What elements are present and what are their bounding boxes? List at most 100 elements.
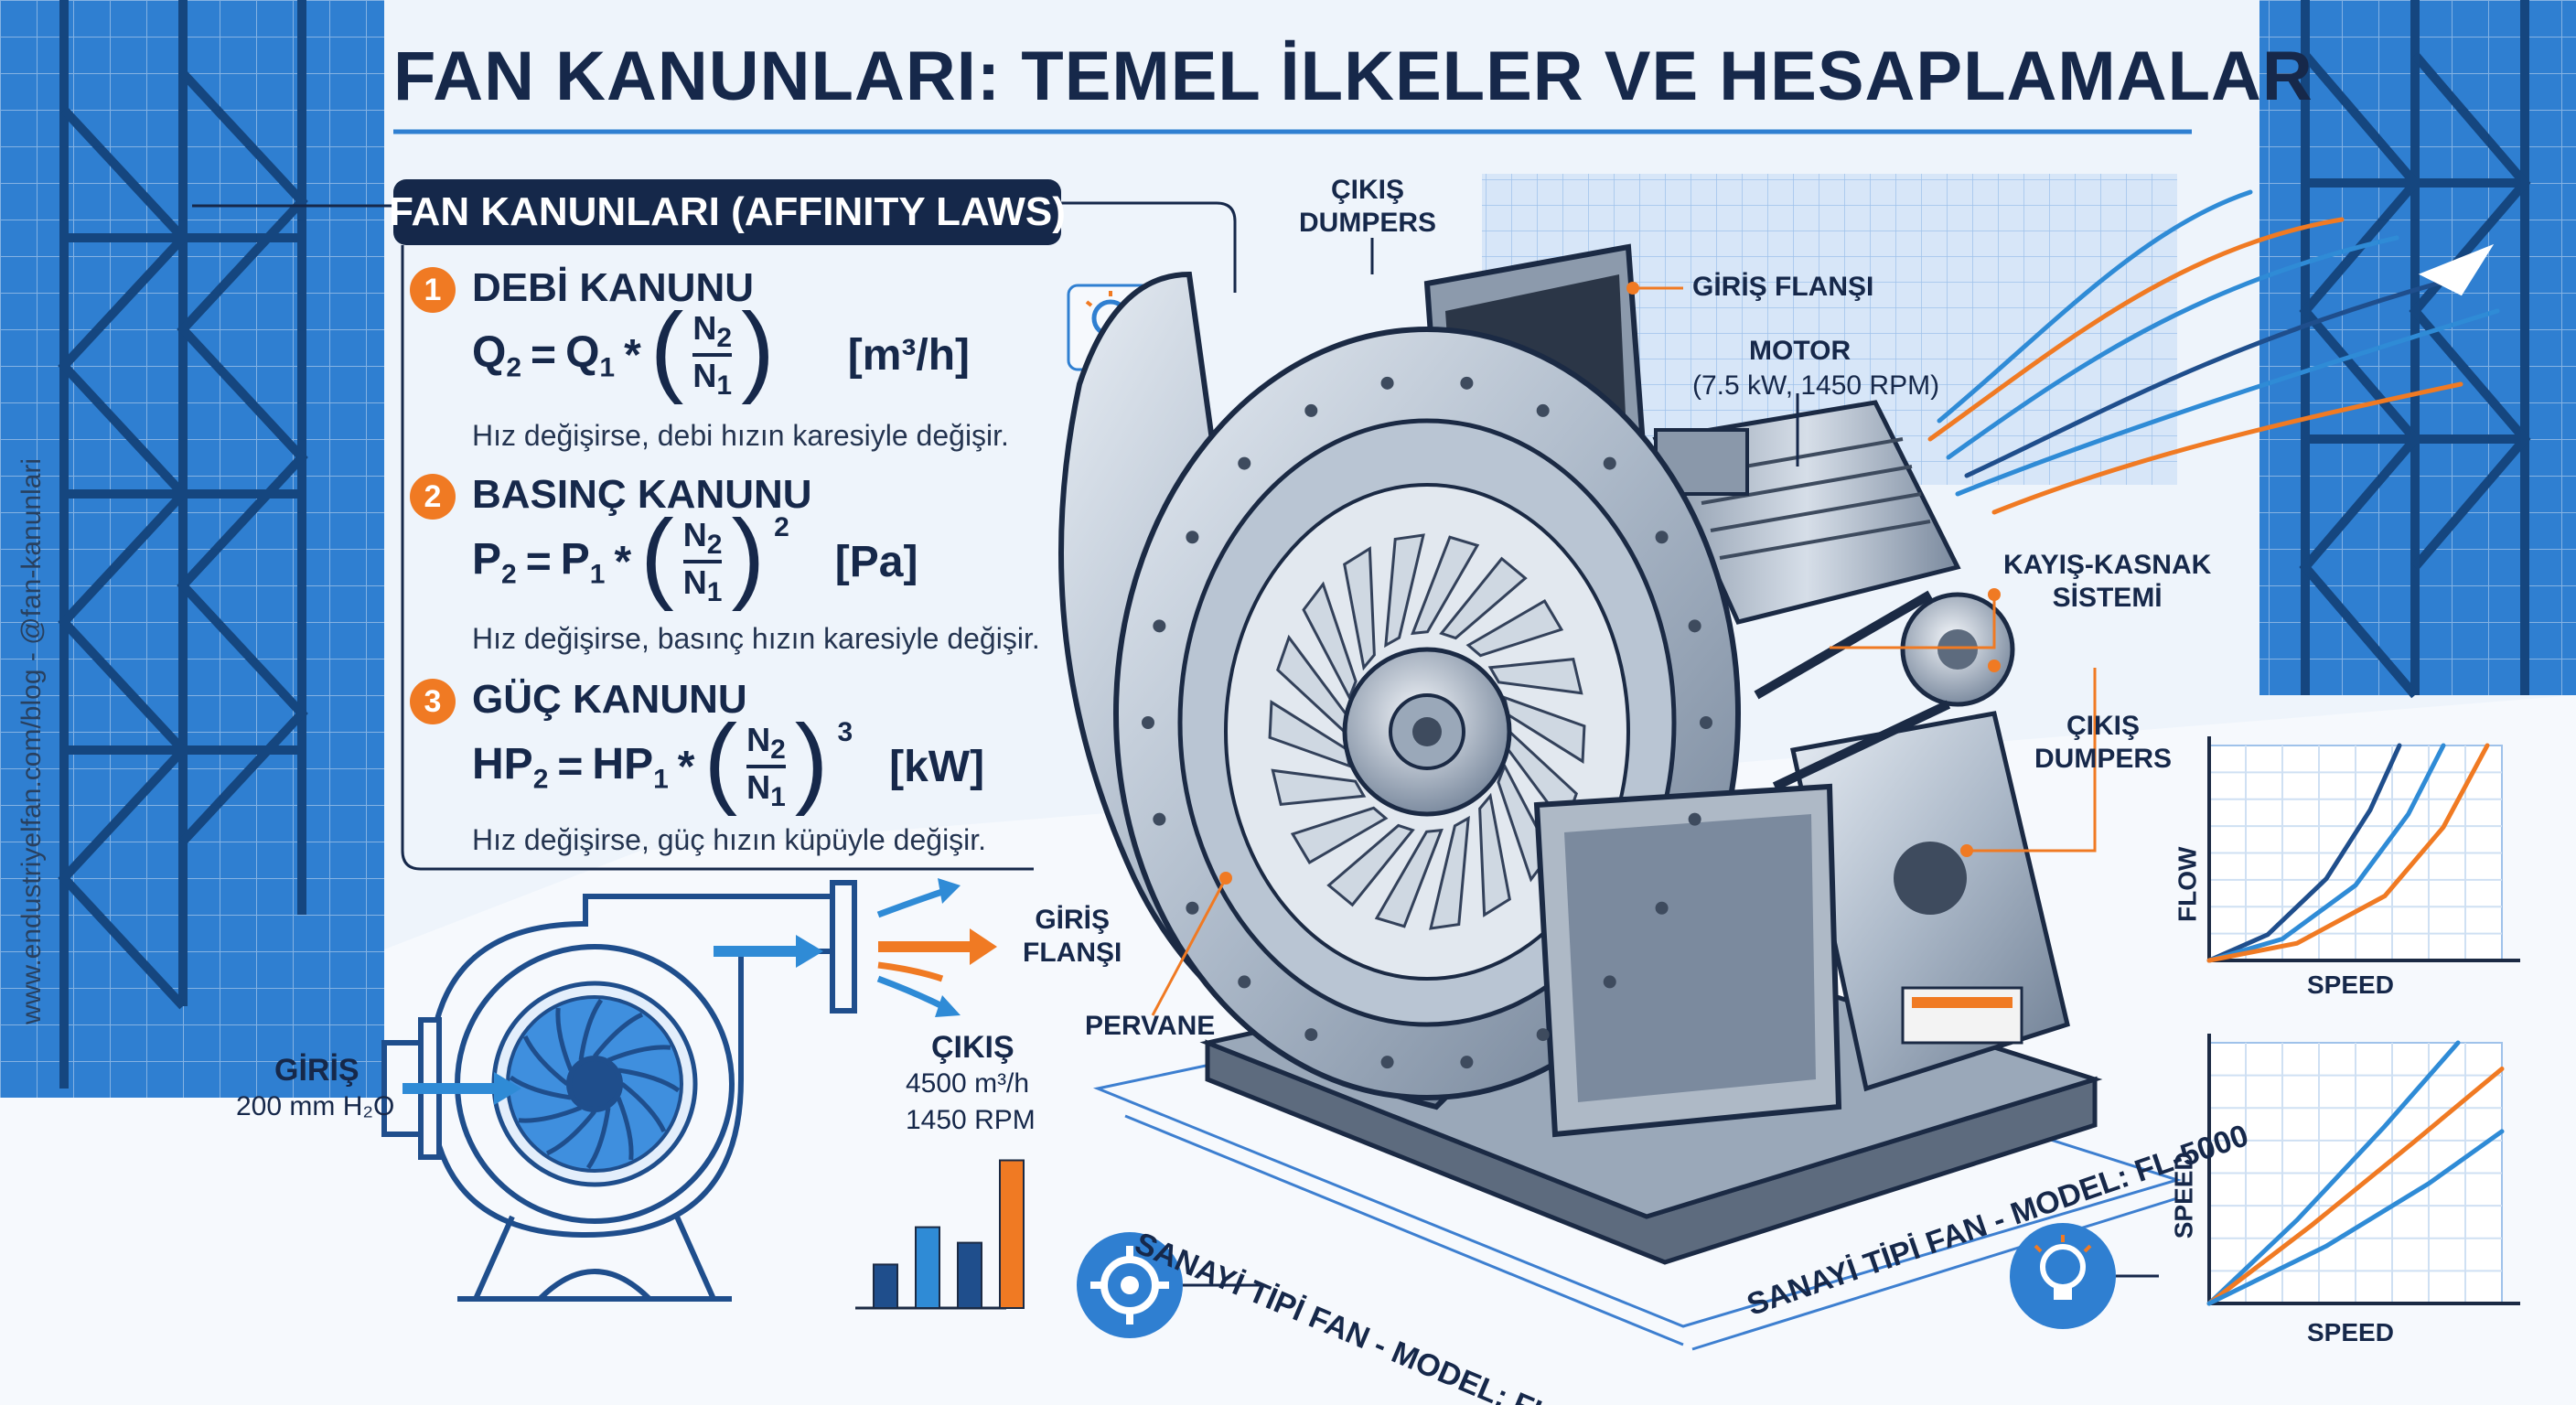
law-title: BASINÇ KANUNU <box>472 472 812 517</box>
impeller-blade <box>1326 823 1415 907</box>
bolt <box>1380 376 1394 390</box>
small-impeller-blade <box>555 1007 574 1071</box>
series-line <box>2206 743 2490 963</box>
bolt <box>1536 403 1550 417</box>
bolt <box>1153 812 1166 826</box>
motor-label: MOTOR <box>1749 336 1852 366</box>
belt-pulley-label: KAYIŞ-KASNAK SİSTEMİ <box>2003 550 2212 613</box>
formula-unit: [m³/h] <box>847 331 971 381</box>
ratio-den: N <box>746 767 771 806</box>
motor-spec-label: (7.5 kW, 1450 RPM) <box>1692 370 1940 401</box>
impeller-blade <box>1384 533 1425 649</box>
panel-header: FAN KANUNLARI (AFFINITY LAWS) <box>389 179 1066 245</box>
chart1-ylabel: FLOW <box>2173 846 2202 923</box>
law-number-badge: 1 <box>410 267 456 313</box>
small-impeller-blade <box>585 1107 611 1170</box>
bolt <box>1380 1056 1394 1069</box>
formula-lhs-sub: 2 <box>506 352 522 383</box>
series-line <box>2206 1129 2505 1306</box>
ratio-num-sub: 2 <box>770 735 786 766</box>
ratio-num-sub: 2 <box>716 323 733 354</box>
impeller-blade <box>1429 815 1470 930</box>
small-impeller-blade <box>620 1082 667 1133</box>
ratio-den-sub: 1 <box>770 781 786 812</box>
small-impeller-blade <box>545 1110 596 1156</box>
ratio-num: N <box>682 516 707 553</box>
ratio-den-sub: 1 <box>716 370 733 401</box>
bolt <box>1186 531 1199 544</box>
bolt <box>1304 403 1318 417</box>
ratio-den-sub: 1 <box>706 576 723 607</box>
flow-speed-chart <box>2206 736 2520 963</box>
series-line <box>2206 743 2446 963</box>
formula-rhs-sub: 1 <box>589 559 606 590</box>
formula-unit: [kW] <box>889 743 985 792</box>
bolt <box>1536 1028 1550 1042</box>
formula-exponent: 3 <box>837 717 853 747</box>
bolt <box>1153 619 1166 633</box>
formula-lhs-sub: 2 <box>501 559 517 590</box>
outlet-dumper-right-label: ÇIKIŞ DUMPERS <box>2034 711 2173 774</box>
ratio-num: N <box>746 721 771 758</box>
idea-bulb-icon <box>2010 1223 2159 1329</box>
law-title: DEBİ KANUNU <box>472 265 754 310</box>
outlet-speed: 1450 RPM <box>906 1105 1036 1135</box>
bolt <box>1655 901 1669 915</box>
series-line <box>2206 743 2402 963</box>
bolt <box>1304 1028 1318 1042</box>
impeller-blade <box>1374 828 1444 928</box>
formula-rhs-sub: 1 <box>653 764 669 795</box>
formula-rhs: Q <box>565 327 600 377</box>
bolt <box>1688 812 1701 826</box>
small-impeller-blade <box>617 1067 681 1093</box>
bolt <box>1238 456 1251 470</box>
airflow-streaks <box>1927 189 2500 515</box>
flow-arrows <box>402 878 997 1105</box>
series-line <box>2206 1040 2461 1306</box>
bolt <box>1688 619 1701 633</box>
chart2-xlabel: SPEED <box>2307 1318 2394 1346</box>
small-impeller-blade <box>522 1035 569 1086</box>
bolt <box>1603 975 1616 989</box>
small-impeller-blade <box>616 1097 634 1161</box>
bolt <box>1700 716 1712 729</box>
small-impeller-blade <box>593 1012 644 1058</box>
formula-lhs: Q <box>472 327 507 377</box>
impeller-blade <box>1290 806 1389 864</box>
small-impeller-blade <box>518 1105 582 1123</box>
formula-exponent: 2 <box>774 512 789 542</box>
impeller-blade <box>1302 581 1358 702</box>
law-number-badge: 2 <box>410 474 456 520</box>
inlet-flange-label: GİRİŞ FLANŞI <box>1692 272 1874 302</box>
bolt <box>1460 1056 1474 1069</box>
outlet-flow: 4500 m³/h <box>906 1068 1030 1099</box>
law-title: GÜÇ KANUNU <box>472 677 747 722</box>
right-tower-decoration <box>2259 0 2576 699</box>
inlet-label: GİRİŞ <box>274 1053 360 1088</box>
gear-icon <box>1077 1232 1262 1338</box>
small-bar-chart <box>855 1159 1025 1310</box>
left-tower-decoration <box>0 0 384 1098</box>
impeller-blade <box>1465 599 1564 658</box>
speed-speed-chart <box>2206 1034 2520 1306</box>
impeller-blade <box>1439 556 1528 640</box>
bolt <box>1655 531 1669 544</box>
law-number-badge: 3 <box>410 679 456 724</box>
bar <box>999 1159 1025 1309</box>
law-description: Hız değişirse, debi hızın karesiyle deği… <box>472 419 1009 452</box>
small-fan-diagram <box>381 880 857 1302</box>
inlet-flange-left-label: GİRİŞ FLANŞI <box>1023 905 1122 968</box>
small-impeller-blade <box>607 1045 671 1063</box>
formula-lhs-sub: 2 <box>532 764 549 795</box>
bolt <box>1460 376 1474 390</box>
impeller-blade <box>1271 768 1367 806</box>
formula-lhs: P <box>472 534 502 584</box>
law-description: Hız değişirse, basınç hızın karesiyle de… <box>472 622 1040 655</box>
chart2-ylabel: SPEED <box>2169 1152 2198 1239</box>
impeller-blade <box>1411 535 1480 636</box>
ratio-den: N <box>682 563 707 601</box>
formula-rhs: P <box>560 534 590 584</box>
